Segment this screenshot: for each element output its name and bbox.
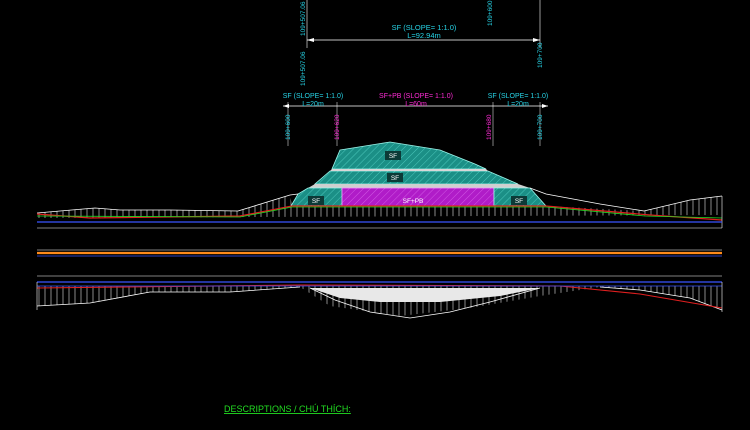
- overall-dimension-length: L=92.94m: [407, 31, 441, 40]
- segment-1-length: L=20m: [302, 101, 324, 108]
- station-label-2: 109+620: [334, 114, 341, 140]
- overall-dimension-label: SF (SLOPE= 1:1.0): [392, 23, 457, 32]
- segment-dimension: SF (SLOPE= 1:1.0) L=20m SF+PB (SLOPE= 1:…: [283, 93, 549, 146]
- mound-label-bottom-center: SF+PB: [403, 198, 424, 205]
- road-bands: [37, 221, 722, 283]
- mound-label-bottom-left: SF: [312, 198, 320, 205]
- station-label-4: 109+700: [537, 114, 544, 140]
- station-label-top-left: 109+507.06: [300, 1, 307, 36]
- overall-dimension: SF (SLOPE= 1:1.0) L=92.94m 109+507.06 10…: [300, 0, 544, 86]
- station-label-top-left-lower: 109+507.06: [300, 51, 307, 86]
- segment-1-label: SF (SLOPE= 1:1.0): [283, 93, 344, 100]
- surcharge-mound: SF SF SF SF+PB SF: [290, 141, 547, 207]
- mound-label-bottom-right: SF: [515, 198, 523, 205]
- lower-ground-profile: [36, 282, 723, 319]
- station-label-top-right-lower: 109+700: [537, 42, 544, 68]
- station-label-1: 109+600: [285, 114, 292, 140]
- descriptions-heading: DESCRIPTIONS / CHÚ THÍCH:: [224, 404, 351, 414]
- segment-3-label: SF (SLOPE= 1:1.0): [488, 93, 549, 100]
- segment-2-label: SF+PB (SLOPE= 1:1.0): [379, 93, 453, 100]
- mound-label-middle: SF: [391, 175, 399, 182]
- segment-3-length: L=20m: [507, 101, 529, 108]
- upper-ground-profile: [36, 187, 723, 228]
- station-label-top-right: 109+600: [487, 0, 494, 26]
- segment-2-length: L=60m: [405, 101, 427, 108]
- station-label-3: 109+680: [486, 114, 493, 140]
- mound-label-top: SF: [389, 153, 397, 160]
